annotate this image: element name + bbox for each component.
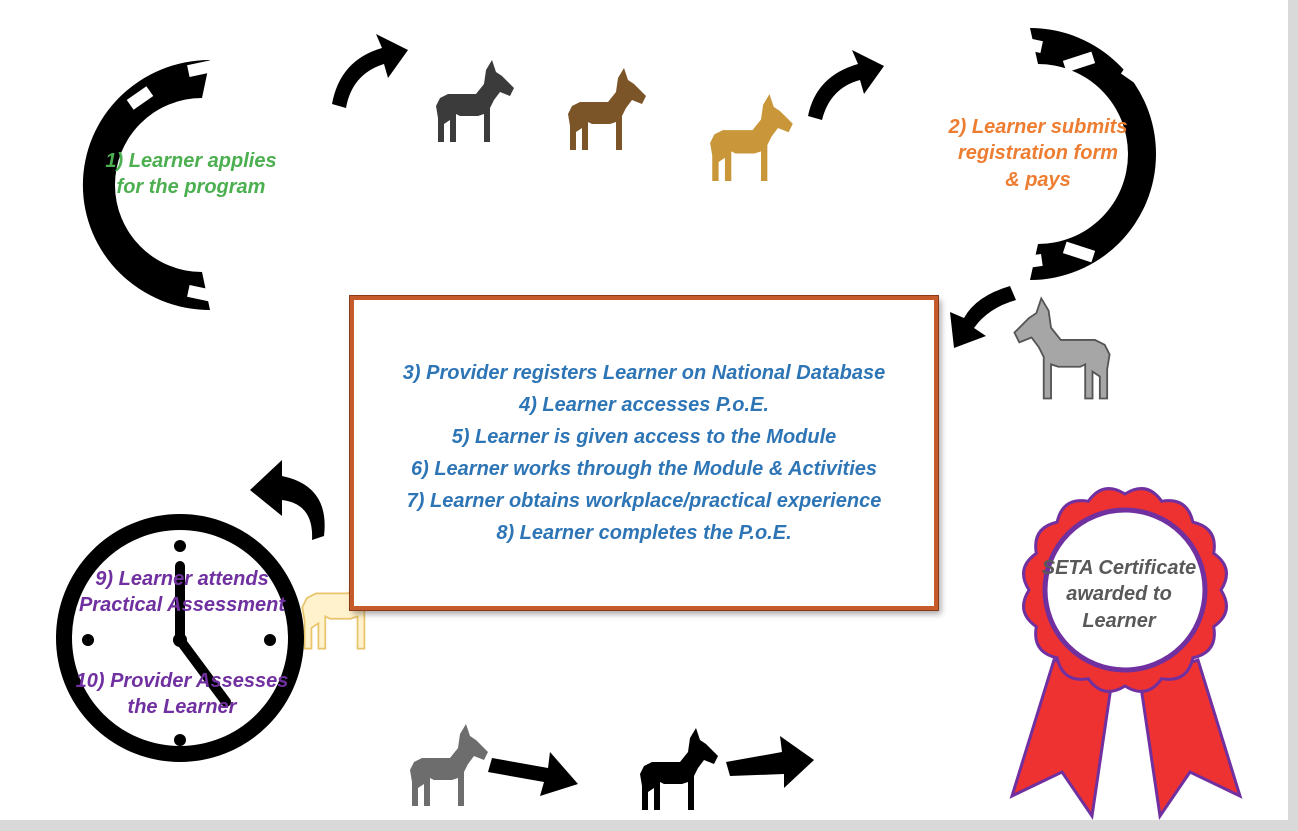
step-8-label: 8) Learner completes the P.o.E. [496,522,792,544]
frame-edge-right [1288,0,1298,831]
step-10-label: 10) Provider Assesses the Learner [75,670,289,719]
curved-arrow-icon [332,34,408,108]
curved-arrow-icon [808,50,884,120]
horseshoe-icon [82,59,282,310]
horse-icon [640,728,718,810]
step-5-label: 5) Learner is given access to the Module [451,426,837,448]
horse-icon [568,68,646,150]
frame-edge-bottom [0,820,1298,831]
step-1-label: 1) Learner applies for the program [105,150,277,199]
step-7-label: 7) Learner obtains workplace/practical e… [406,490,882,512]
step-4-label: 4) Learner accesses P.o.E. [519,394,769,416]
step-9-label: 9) Learner attends Practical Assessment [78,568,286,617]
steps-box: 3) Provider registers Learner on Nationa… [350,296,938,610]
certificate-label: SETA Certificate awarded to Learner [1041,557,1197,632]
horse-icon [710,94,793,182]
award-rosette-icon [1009,487,1243,821]
step-2-label: 2) Learner submits registration form & p… [948,116,1128,191]
clock-icon [56,514,304,762]
curved-arrow-icon [950,286,1016,348]
horse-icon [1014,298,1109,398]
horse-icon [410,724,488,806]
straight-arrow-icon [488,752,578,796]
horse-icon [436,60,514,142]
step-6-label: 6) Learner works through the Module & Ac… [411,458,877,480]
steps-list: 3) Provider registers Learner on Nationa… [354,357,934,549]
horseshoe-icon [1011,28,1156,280]
straight-arrow-icon [726,736,814,788]
step-3-label: 3) Provider registers Learner on Nationa… [402,362,886,384]
curved-arrow-icon [250,460,325,540]
